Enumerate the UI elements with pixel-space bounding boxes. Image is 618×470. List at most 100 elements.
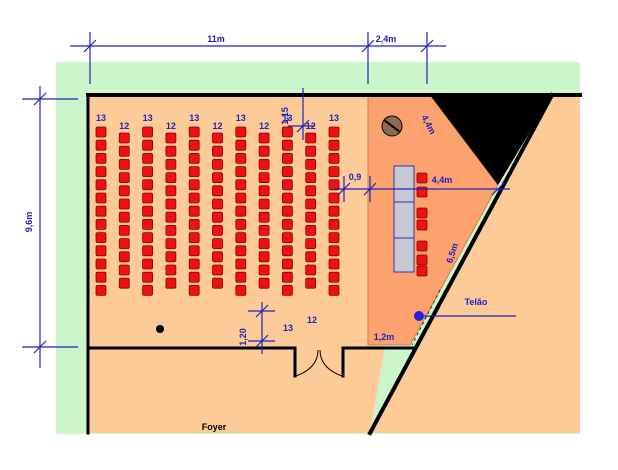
seat xyxy=(416,240,428,252)
seat xyxy=(188,179,200,191)
seat xyxy=(235,139,247,151)
seat xyxy=(235,126,247,138)
seat xyxy=(118,145,130,157)
seat xyxy=(235,166,247,178)
seat xyxy=(118,172,130,184)
seating-block xyxy=(95,126,340,296)
seat xyxy=(328,271,340,283)
seat xyxy=(165,211,177,223)
screen-marker xyxy=(414,311,424,321)
dimension-line xyxy=(255,304,269,318)
seat xyxy=(281,166,293,178)
screen-label: Telão xyxy=(465,297,488,307)
seat xyxy=(305,211,317,223)
walls xyxy=(86,92,582,436)
seat xyxy=(235,218,247,230)
seat xyxy=(95,284,107,296)
seat xyxy=(235,245,247,257)
seat xyxy=(258,172,270,184)
seat xyxy=(142,245,154,257)
seat xyxy=(281,205,293,217)
seat xyxy=(95,179,107,191)
seat xyxy=(281,245,293,257)
seat xyxy=(95,139,107,151)
seat-column-label: 12 xyxy=(306,121,316,131)
seat xyxy=(142,126,154,138)
seat xyxy=(188,166,200,178)
seat xyxy=(212,198,223,210)
seat xyxy=(281,284,293,296)
projector-icon xyxy=(381,115,403,137)
dimension-line xyxy=(83,39,97,53)
seat xyxy=(95,126,107,138)
seat xyxy=(281,271,293,283)
seat xyxy=(328,245,340,257)
dim-row-gap: 1,15 xyxy=(280,107,290,125)
seat xyxy=(95,192,107,204)
seat-column-label: 12 xyxy=(119,121,129,131)
seat xyxy=(118,185,130,197)
seat xyxy=(212,238,223,250)
seat xyxy=(188,271,200,283)
seat xyxy=(305,224,317,236)
seat xyxy=(188,152,200,164)
seat xyxy=(281,179,293,191)
stage-edge-dashed xyxy=(411,289,441,346)
seat xyxy=(328,166,340,178)
seat xyxy=(212,132,223,144)
seat xyxy=(165,251,177,263)
seat xyxy=(281,192,293,204)
seat xyxy=(118,158,130,170)
seat xyxy=(305,158,317,170)
seat xyxy=(165,172,177,184)
seat xyxy=(142,179,154,191)
seat xyxy=(328,205,340,217)
seat xyxy=(281,232,293,244)
seat xyxy=(328,126,340,138)
seat xyxy=(188,126,200,138)
seat xyxy=(281,126,293,138)
foyer-label: Foyer xyxy=(202,422,227,432)
seat-column-label: 12 xyxy=(212,121,222,131)
dimension-line xyxy=(255,334,269,348)
seat xyxy=(281,152,293,164)
seat xyxy=(188,205,200,217)
dimension-line xyxy=(491,182,505,196)
seat xyxy=(416,172,428,184)
seat xyxy=(212,185,223,197)
seat xyxy=(212,172,223,184)
seat xyxy=(118,251,130,263)
dim-stage-gap: 0,9 xyxy=(349,172,362,182)
seat xyxy=(328,218,340,230)
seat xyxy=(95,152,107,164)
dimension-line xyxy=(337,182,351,196)
dimension-line xyxy=(33,92,47,106)
seat xyxy=(258,251,270,263)
seat xyxy=(258,211,270,223)
seat xyxy=(258,198,270,210)
seat xyxy=(165,264,177,276)
seat xyxy=(258,264,270,276)
seat xyxy=(165,277,177,289)
dimension-line xyxy=(363,182,377,196)
seat xyxy=(235,284,247,296)
seat xyxy=(258,145,270,157)
seat xyxy=(188,245,200,257)
seat xyxy=(305,251,317,263)
seat xyxy=(235,192,247,204)
seat xyxy=(188,284,200,296)
seat xyxy=(165,145,177,157)
seat xyxy=(142,232,154,244)
seat xyxy=(165,132,177,144)
seat xyxy=(188,232,200,244)
seat-column-label: 13 xyxy=(236,113,246,123)
seat xyxy=(328,232,340,244)
seat xyxy=(416,207,428,219)
seat xyxy=(258,158,270,170)
seat xyxy=(305,198,317,210)
seat xyxy=(305,132,317,144)
seat xyxy=(328,179,340,191)
seat xyxy=(118,264,130,276)
